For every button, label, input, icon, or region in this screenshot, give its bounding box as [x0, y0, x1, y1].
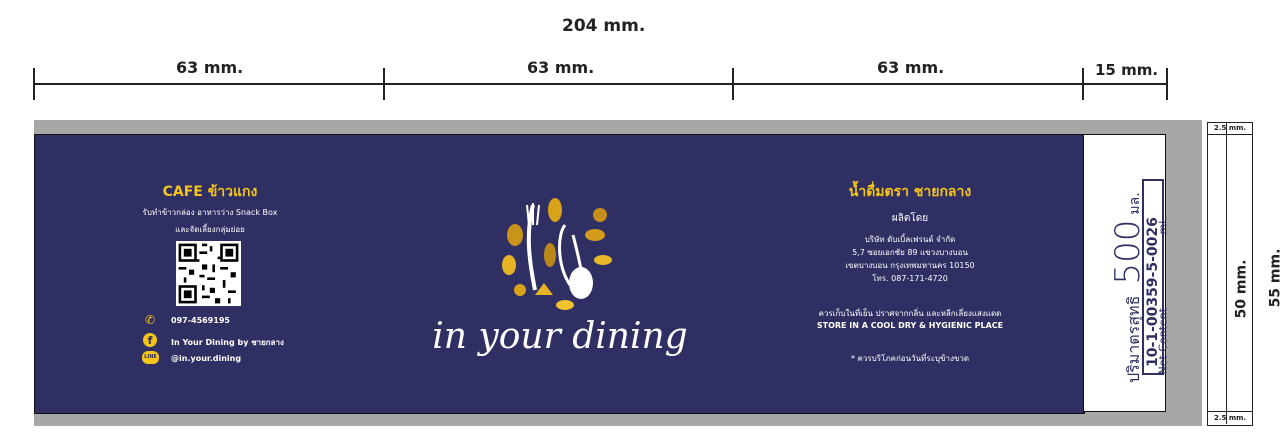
- unit-thai: มล.: [1127, 192, 1143, 215]
- cafe-service-line2: และจัดเลี้ยงกลุ่มย่อย: [175, 225, 245, 234]
- phone-icon: ✆: [145, 313, 156, 327]
- dimension-seg1: 63 mm.: [176, 58, 244, 77]
- registration-number: 10-1-00359-5-0026: [1142, 179, 1164, 375]
- dimension-line: [34, 83, 1168, 85]
- cafe-title: CAFE ข้าวแกง: [162, 184, 258, 200]
- qr-code: [176, 241, 241, 306]
- dim-tick-2: [383, 68, 385, 100]
- address-line2: เขตบางบอน กรุงเทพมหานคร 10150: [845, 261, 975, 270]
- side-bottom-divider: [1207, 411, 1253, 412]
- dim-tick-5: [1166, 68, 1168, 100]
- dimension-seg2: 63 mm.: [527, 58, 595, 77]
- cafe-service-line: รับทำข้าวกล่อง อาหารว่าง Snack Box: [142, 208, 278, 217]
- product-title: น้ำดื่มตรา ชายกลาง: [848, 184, 972, 200]
- inner-height-label: 50 mm.: [1233, 259, 1250, 319]
- side-top-divider: [1207, 134, 1253, 135]
- facebook-icon: f: [143, 333, 157, 347]
- dim-tick-3: [732, 68, 734, 100]
- dining-logo: [495, 195, 625, 315]
- dimension-seg3: 63 mm.: [877, 58, 945, 77]
- net-content-panel: [1083, 134, 1166, 412]
- side-inner-line: [1226, 122, 1227, 424]
- line-id: @in.your.dining: [171, 354, 242, 363]
- storage-thai: ควรเก็บในที่เย็น ปราศจากกลิ่น และหลีกเลี…: [818, 309, 1002, 318]
- dim-tick-1: [33, 68, 35, 100]
- consume-note: * ควรบริโภคก่อนวันที่ระบุข้างขวด: [850, 354, 970, 363]
- outer-height-label: 55 mm.: [1267, 248, 1284, 308]
- producer-label: ผลิตโดย: [891, 213, 929, 224]
- company-name: บริษัท ดับเบิ้ลเฟรนด์ จำกัด: [864, 235, 956, 244]
- side-bottom-label: 2.5 mm.: [1214, 414, 1247, 422]
- brand-name: in your dining: [432, 316, 688, 357]
- qr-code-graphic: [178, 243, 239, 304]
- dim-tick-4: [1082, 68, 1084, 100]
- side-dimension-box: [1207, 122, 1253, 426]
- total-dimension: 204 mm.: [562, 16, 646, 36]
- address-line1: 5,7 ซอยเอกชัย 89 แขวงบางบอน: [852, 248, 968, 257]
- dimension-seg4: 15 mm.: [1095, 61, 1159, 79]
- bleed-area-right: [1166, 120, 1202, 426]
- phone-number: 097-4569195: [171, 316, 230, 325]
- telephone: โทร. 087-171-4720: [872, 274, 948, 283]
- line-icon: LINE: [142, 351, 159, 364]
- fork-spoon-leaf-icon: [502, 198, 612, 310]
- net-content-block: ปริมาตรสุทธิ 500 มล.: [1108, 163, 1148, 383]
- content-thai: ปริมาตรสุทธิ: [1124, 295, 1143, 383]
- storage-english: STORE IN A COOL DRY & HYGIENIC PLACE: [816, 321, 1004, 330]
- facebook-name: In Your Dining by ชายกลาง: [171, 338, 284, 347]
- side-top-label: 2.5 mm.: [1214, 124, 1247, 132]
